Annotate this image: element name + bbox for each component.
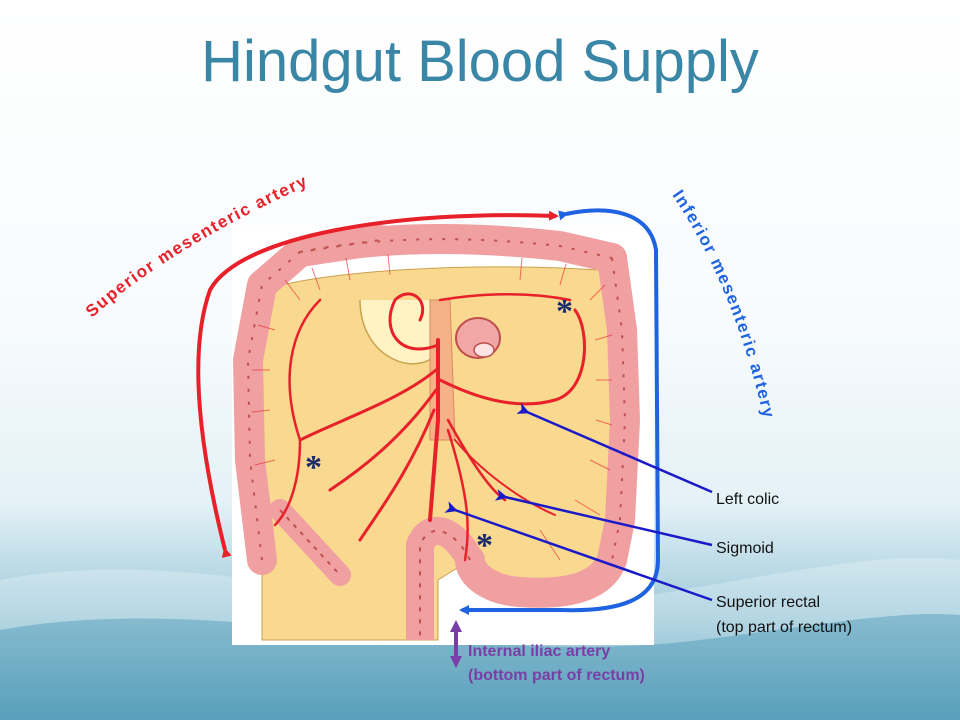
left-colic-label: Left colic: [716, 491, 780, 508]
asterisk-marker-upper-right: *: [556, 293, 573, 330]
superior-rectal-label: Superior rectal: [716, 594, 821, 611]
ileum-stub-outline: [279, 509, 341, 576]
asterisk-marker-left: *: [305, 449, 322, 486]
internal-iliac-label: Internal iliac artery: [468, 643, 611, 660]
inferior-mesenteric-arrow: [459, 208, 661, 615]
internal-iliac-sublabel: (bottom part of rectum): [468, 667, 645, 684]
sigmoid-label: Sigmoid: [716, 540, 774, 557]
superior-rectal-sublabel: (top part of rectum): [716, 619, 853, 636]
sigmoid-pointer: [494, 489, 713, 547]
page-title: Hindgut Blood Supply: [201, 29, 759, 94]
superior-mesenteric-arrow: [196, 210, 559, 559]
inferior-mesenteric-label: Inferior mesenteric artery: [669, 186, 779, 420]
left-colic-pointer: [516, 402, 713, 494]
cut-bowel-lumen: [473, 342, 495, 358]
superior-rectal-pointer: [444, 501, 713, 602]
asterisk-marker-lower: *: [476, 527, 493, 564]
